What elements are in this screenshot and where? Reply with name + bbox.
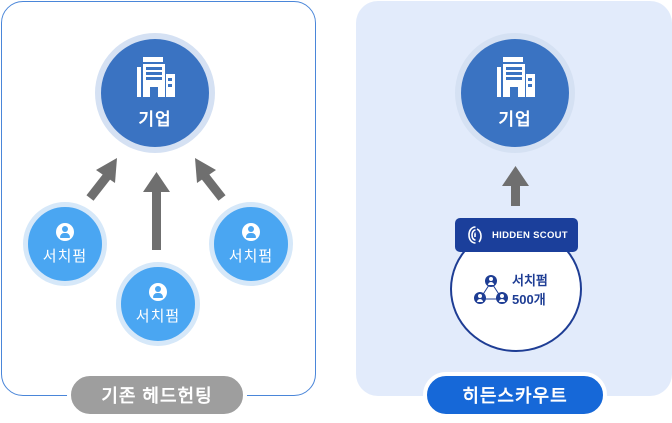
user-icon <box>474 292 486 304</box>
searchfirm-label: 서치펌 <box>42 247 88 265</box>
up-right-arrow-icon <box>86 158 117 201</box>
pool-label-line2: 500개 <box>512 292 546 307</box>
building-icon <box>137 56 175 97</box>
user-icon <box>496 292 508 304</box>
company-node-left: 기업 <box>95 33 215 153</box>
searchfirm-node: 서치펌 <box>209 202 293 286</box>
searchfirm-pool-label: 서치펌 500개 <box>512 271 562 309</box>
company-node-right: 기업 <box>455 33 575 153</box>
up-arrow-icon <box>502 166 529 206</box>
up-left-arrow-icon <box>195 158 226 201</box>
hidden-scout-caption: 히든스카우트 <box>423 372 607 418</box>
company-label: 기업 <box>138 109 172 129</box>
user-icon <box>242 222 260 241</box>
user-icon <box>149 282 167 301</box>
hidden-scout-logo-icon <box>468 226 482 244</box>
traditional-headhunting-caption: 기존 헤드헌팅 <box>67 372 247 418</box>
hidden-scout-badge-text: HIDDEN SCOUT <box>492 229 568 241</box>
user-icon <box>56 222 74 241</box>
user-icon <box>485 275 497 287</box>
up-arrow-icon <box>143 172 170 250</box>
searchfirm-label: 서치펌 <box>228 247 274 265</box>
hidden-scout-badge: HIDDEN SCOUT <box>455 218 578 252</box>
searchfirm-node: 서치펌 <box>116 262 200 346</box>
searchfirm-node: 서치펌 <box>23 202 107 286</box>
building-icon <box>497 56 535 97</box>
pool-label-line1: 서치펌 <box>512 273 548 288</box>
searchfirm-label: 서치펌 <box>135 307 181 325</box>
company-label: 기업 <box>498 109 532 129</box>
